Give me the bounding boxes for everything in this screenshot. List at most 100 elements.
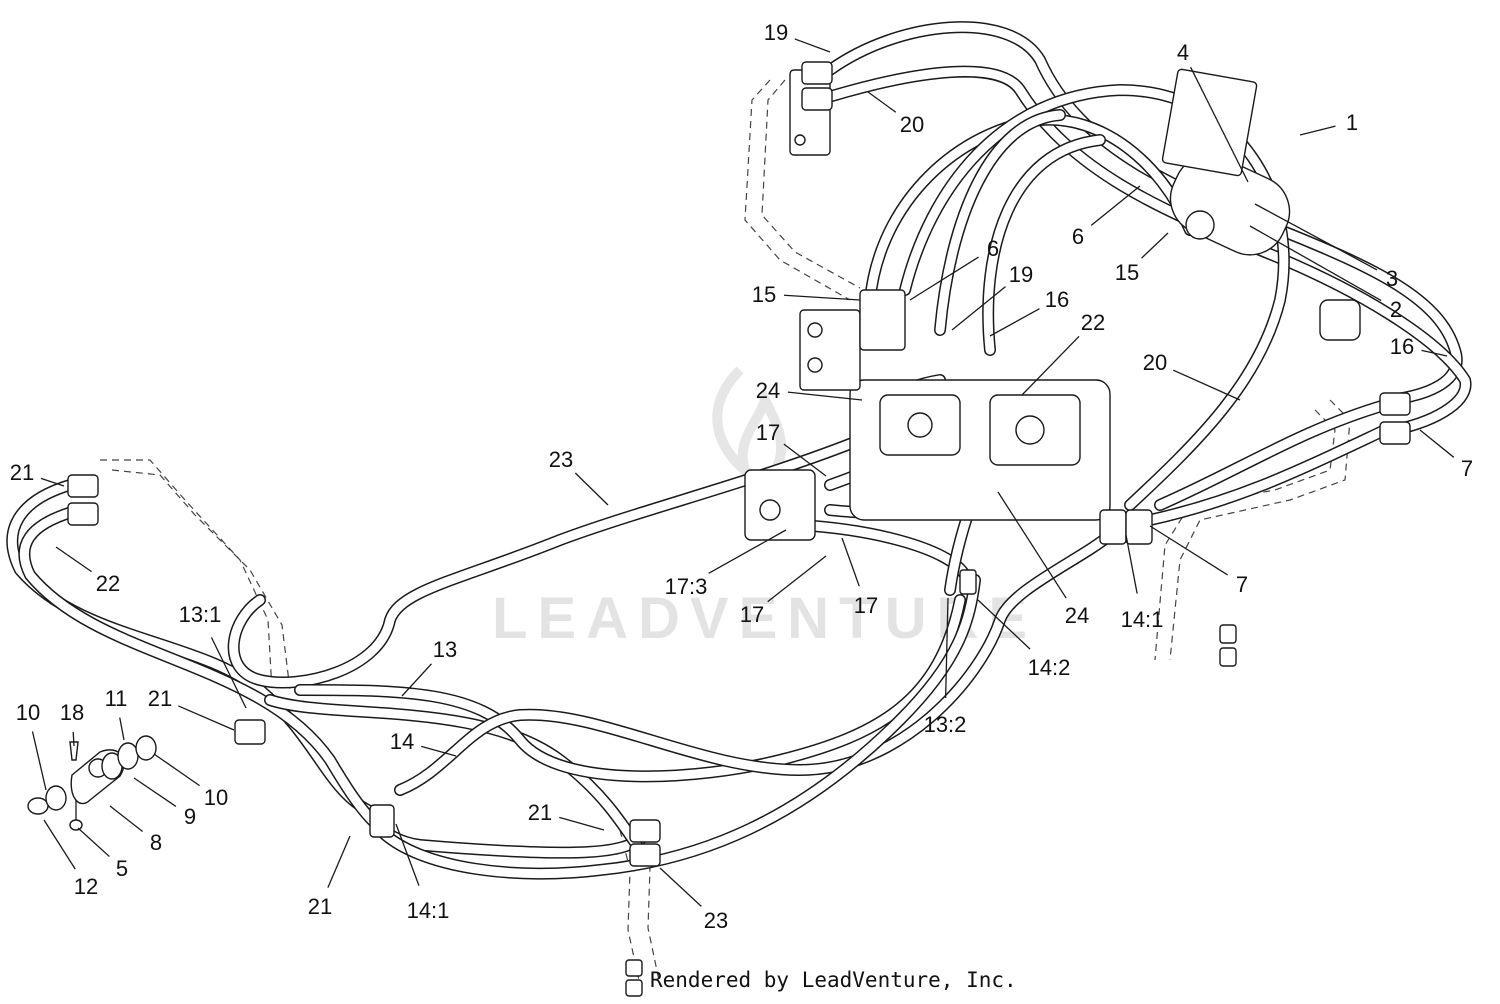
callout-leader-line — [1149, 525, 1228, 576]
callout-leader-line — [1090, 185, 1141, 226]
callout-leader-line — [944, 597, 949, 699]
callout-leader-line — [327, 835, 351, 888]
callout-leader-line — [133, 777, 177, 807]
callout-label: 13 — [433, 637, 457, 662]
callout-label: 17 — [756, 420, 780, 445]
callout-label: 3 — [1386, 266, 1398, 291]
steering-cylinder — [1161, 68, 1361, 341]
callout-leader-line — [1419, 429, 1455, 458]
callout-label: 19 — [764, 20, 788, 45]
callout-label: 21 — [528, 800, 552, 825]
callout-leader-line — [767, 555, 827, 603]
callout-label: 15 — [752, 282, 776, 307]
callout-leader-line — [783, 294, 861, 301]
callout-leader-line — [421, 745, 457, 757]
callout-leader-line — [401, 663, 432, 697]
callout-label: 11 — [105, 686, 128, 711]
hose-fittings — [67, 61, 1411, 997]
callout-leader-line — [109, 805, 144, 833]
callout-label: 19 — [1009, 262, 1033, 287]
callout-label: 6 — [987, 236, 999, 261]
callout-leader-line — [1299, 125, 1336, 136]
callout-label: 22 — [1081, 310, 1105, 335]
mount-bracket-hardware — [27, 735, 157, 831]
callout-label: 9 — [184, 804, 196, 829]
callout-label: 21 — [148, 686, 172, 711]
callout-label: 14 — [390, 729, 414, 754]
callout-label: 17:3 — [665, 574, 708, 599]
callout-label: 21 — [10, 460, 34, 485]
callout-label: 2 — [1390, 297, 1402, 322]
callout-leader-line — [794, 38, 831, 53]
callout-leader-line — [659, 867, 702, 907]
callout-label: 21 — [308, 894, 332, 919]
callout-label: 24 — [756, 378, 780, 403]
callout-leader-line — [210, 637, 247, 709]
callout-leader-line — [559, 816, 605, 831]
callout-label: 23 — [704, 908, 728, 933]
callout-leader-line — [40, 477, 65, 487]
callout-label: 13:2 — [924, 712, 967, 737]
callout-leader-line — [72, 731, 75, 747]
callout-label: 10 — [16, 700, 40, 725]
callout-leader-line — [909, 256, 979, 301]
callout-leader-line — [787, 391, 863, 401]
callout-leader-line — [395, 823, 420, 886]
callout-label: 23 — [549, 447, 573, 472]
callout-leader-line — [55, 546, 92, 573]
callout-label: 16 — [1045, 287, 1069, 312]
callout-leader-line — [989, 308, 1040, 337]
callout-label: 17 — [740, 602, 764, 627]
callout-leader-line — [708, 529, 787, 574]
callout-leader-line — [867, 91, 897, 113]
callout-leader-line — [43, 819, 76, 870]
callout-leader-line — [77, 827, 110, 858]
callout-leader-line — [119, 717, 125, 741]
callout-leader-line — [783, 443, 827, 477]
callout-label: 10 — [204, 785, 228, 810]
callout-label: 20 — [900, 112, 924, 137]
callout-label: 12 — [74, 874, 98, 899]
callout-label: 6 — [1072, 224, 1084, 249]
callout-leader-line — [1190, 66, 1249, 183]
callout-label: 5 — [116, 856, 128, 881]
callout-label: 16 — [1390, 334, 1414, 359]
callout-leader-line — [31, 731, 47, 791]
callout-leader-line — [153, 753, 200, 787]
callout-leader-line — [1249, 225, 1382, 302]
callout-leader-line — [574, 472, 609, 506]
callout-label: 13:1 — [179, 602, 222, 627]
callout-leader-line — [1141, 232, 1169, 259]
callout-leader-line — [1021, 335, 1080, 396]
callout-label: 18 — [60, 700, 84, 725]
callout-leader-line — [951, 286, 1006, 331]
callout-label: 14:1 — [407, 898, 450, 923]
callout-leader-line — [977, 599, 1031, 650]
callout-label: 4 — [1177, 40, 1189, 65]
callout-label: 24 — [1065, 603, 1089, 628]
callout-leader-line — [841, 537, 860, 587]
callout-label: 17 — [854, 593, 878, 618]
render-credit: Rendered by LeadVenture, Inc. — [650, 968, 1017, 992]
callout-label: 8 — [150, 830, 162, 855]
callout-label: 14:2 — [1028, 655, 1071, 680]
callout-leader-line — [178, 705, 235, 731]
callout-label: 20 — [1143, 350, 1167, 375]
valve-block-left — [799, 289, 906, 391]
callout-leader-line — [1125, 534, 1138, 594]
callout-label: 7 — [1461, 456, 1473, 481]
callout-label: 14:1 — [1121, 607, 1164, 632]
callout-label: 15 — [1115, 260, 1139, 285]
callout-label: 22 — [96, 571, 120, 596]
callout-leader-line — [1421, 349, 1448, 357]
frame-outline — [100, 79, 1351, 986]
callout-leader-line — [1172, 369, 1241, 401]
callout-leader-line — [997, 491, 1067, 599]
hydraulic-pump-assembly — [744, 379, 1111, 541]
watermark-text: LEADVENTURE — [492, 586, 1037, 651]
callout-leader-line — [1254, 203, 1378, 271]
callout-label: 1 — [1346, 110, 1358, 135]
